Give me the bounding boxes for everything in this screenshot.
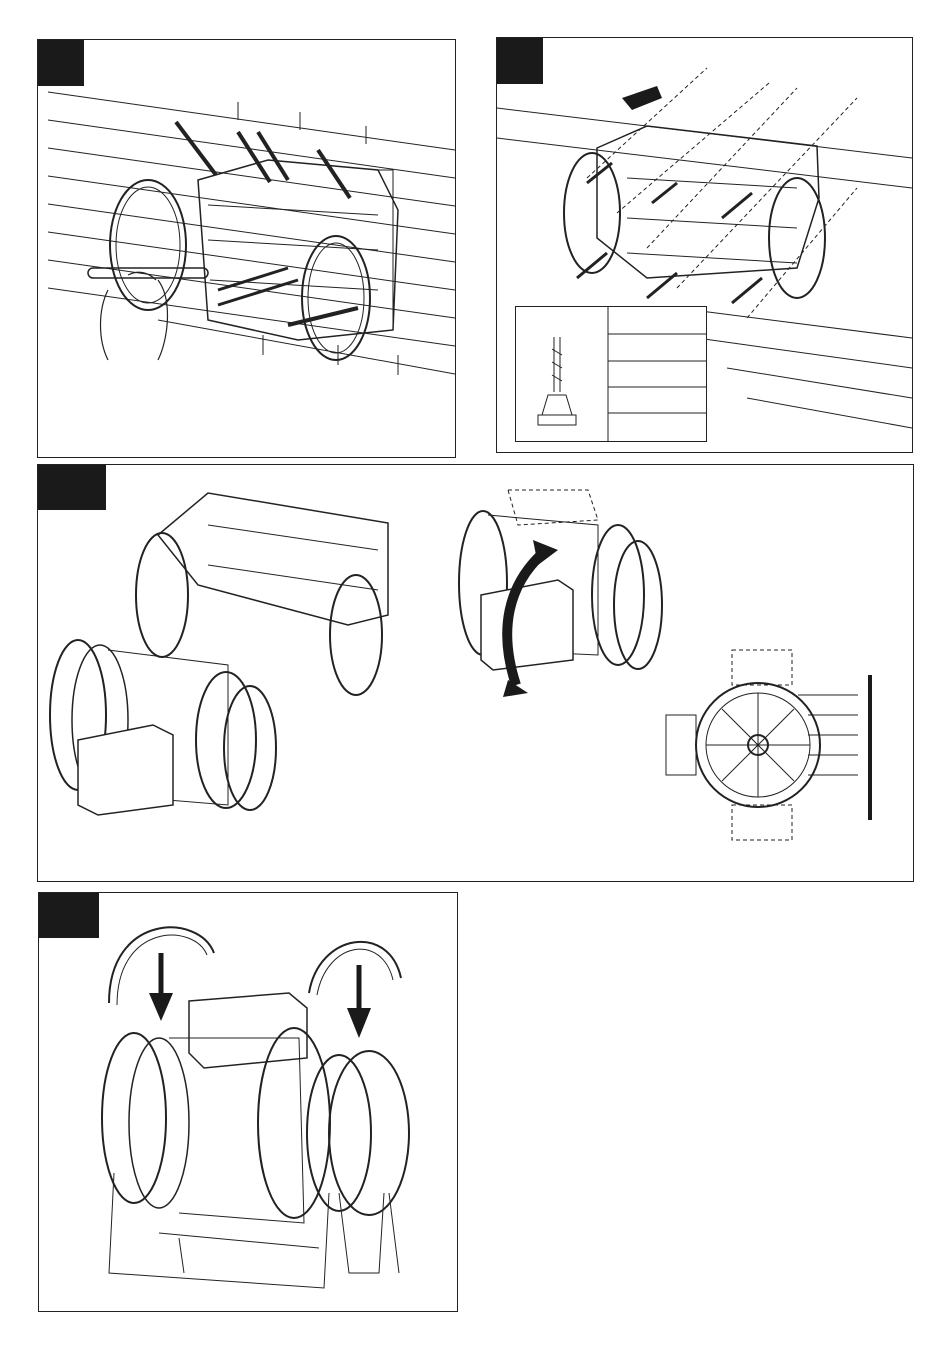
drill-bit-icon xyxy=(516,307,706,441)
step-1-illustration xyxy=(38,40,455,457)
drill-size-table xyxy=(515,306,707,442)
step-3-illustration xyxy=(38,465,913,881)
step-4-illustration xyxy=(39,893,457,1311)
step-2-panel xyxy=(496,37,913,453)
step-4-panel xyxy=(38,892,458,1312)
step-1-panel xyxy=(37,39,456,458)
step-3-panel xyxy=(37,464,914,882)
